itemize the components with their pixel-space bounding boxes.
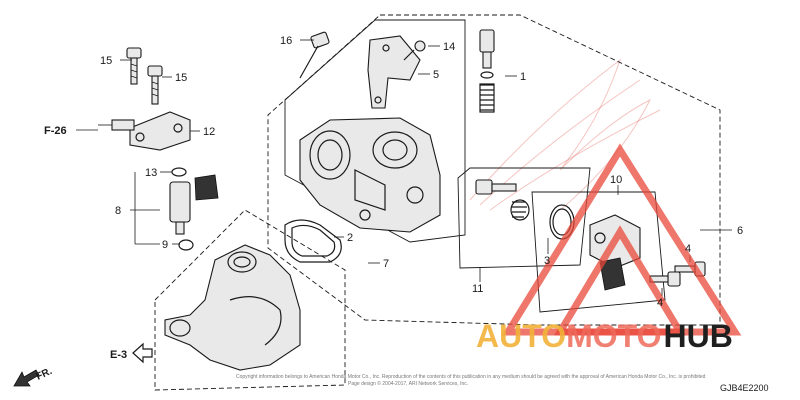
reference-f26: F-26 bbox=[44, 125, 67, 137]
callout-labels: 15 15 16 14 5 1 12 13 8 9 2 7 6 11 3 10 … bbox=[100, 35, 743, 309]
callout-5: 5 bbox=[433, 69, 439, 81]
diagram-code: GJB4E2200 bbox=[720, 383, 769, 393]
throttle-body bbox=[299, 117, 441, 233]
sensor-box-10 bbox=[531, 191, 666, 313]
callout-9: 9 bbox=[162, 239, 168, 251]
bolt-15-left bbox=[126, 47, 142, 85]
callout-8: 8 bbox=[115, 205, 121, 217]
callout-15-right: 15 bbox=[175, 72, 187, 84]
leader-lines bbox=[120, 39, 732, 296]
callout-14: 14 bbox=[443, 41, 455, 53]
watermark-text: AUTOMOTOHUB bbox=[476, 318, 733, 354]
assembly-outline-6 bbox=[267, 14, 721, 326]
copyright-line-1: Copyright information belongs to America… bbox=[236, 374, 706, 380]
callout-1: 1 bbox=[520, 71, 526, 83]
intake-manifold-outline bbox=[154, 209, 346, 391]
callout-3: 3 bbox=[544, 255, 550, 267]
gasket-2 bbox=[284, 219, 342, 263]
callout-11: 11 bbox=[472, 283, 483, 295]
bracket-5 bbox=[367, 35, 421, 109]
copyright-line-2: Page design © 2004-2017, ARI Network Ser… bbox=[348, 380, 468, 387]
bolt-14 bbox=[403, 40, 426, 61]
reference-e3: E-3 bbox=[110, 349, 127, 361]
screw-4-lower bbox=[649, 271, 681, 287]
callout-6: 6 bbox=[737, 225, 743, 237]
valve-1 bbox=[479, 29, 495, 113]
callout-13: 13 bbox=[145, 167, 157, 179]
callout-12: 12 bbox=[203, 126, 215, 138]
arrow-left-icon bbox=[132, 342, 153, 364]
front-direction-indicator: FR. bbox=[13, 366, 54, 387]
reference-labels: F-26 E-3 bbox=[44, 125, 153, 364]
callout-10: 10 bbox=[610, 174, 622, 186]
svg-text:FR.: FR. bbox=[35, 366, 54, 383]
callout-4-upper: 4 bbox=[685, 243, 691, 255]
callout-4-lower: 4 bbox=[657, 297, 663, 309]
watermark-triangles bbox=[501, 143, 742, 336]
callout-7: 7 bbox=[383, 258, 389, 270]
map-sensor-12 bbox=[98, 111, 191, 151]
idle-valve-box-11 bbox=[457, 167, 591, 269]
fuel-injector-8 bbox=[169, 167, 219, 251]
intake-manifold bbox=[164, 244, 301, 371]
callout-2: 2 bbox=[347, 232, 353, 244]
callout-16: 16 bbox=[280, 35, 292, 47]
idle-valve-11 bbox=[475, 179, 530, 221]
throttle-body-box-7 bbox=[284, 19, 466, 243]
bolt-16 bbox=[299, 31, 330, 79]
arrow-front-icon bbox=[13, 369, 40, 387]
callout-15-left: 15 bbox=[100, 55, 112, 67]
bolt-15-right bbox=[147, 65, 163, 105]
